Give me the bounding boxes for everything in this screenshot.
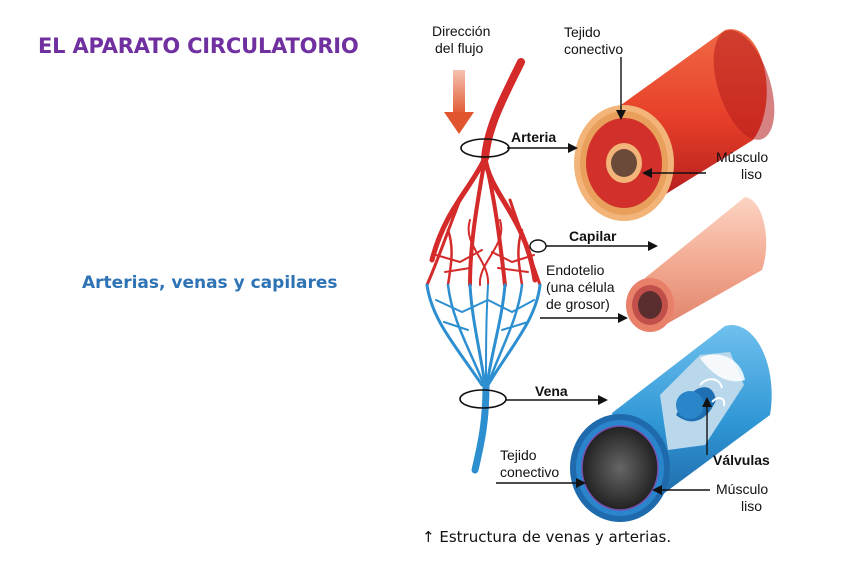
flow-direction-arrow-icon (444, 70, 474, 134)
flow-direction-label-2: del flujo (435, 40, 483, 56)
flow-direction-label-1: Dirección (432, 23, 490, 39)
artery-muscle-label-1: Músculo (716, 149, 768, 165)
vein-connective-label-1: Tejido (500, 447, 537, 463)
pointer-lines (496, 57, 712, 495)
vessel-network (425, 58, 542, 474)
caption-text: Estructura de venas y arterias. (439, 528, 672, 546)
vein-muscle-label-2: liso (741, 498, 762, 514)
vein-label: Vena (535, 383, 568, 399)
vein-connective-label-2: conectivo (500, 464, 559, 480)
slide-subtitle: Arterias, venas y capilares (82, 273, 338, 293)
artery-muscle-label-2: liso (741, 166, 762, 182)
vein-ring (459, 389, 507, 409)
artery-connective-label-1: Tejido (564, 24, 601, 40)
artery-cylinder (574, 29, 775, 221)
valves-label: Válvulas (713, 452, 770, 468)
vein-cylinder (570, 325, 772, 522)
slide-title: EL APARATO CIRCULATORIO (38, 34, 359, 58)
endothelium-label-3: de grosor) (546, 296, 610, 312)
figure-caption: ↑ Estructura de venas y arterias. (422, 528, 671, 546)
capillary-ring (529, 239, 547, 253)
artery-label: Arteria (511, 129, 556, 145)
endothelium-label-1: Endotelio (546, 262, 605, 278)
caption-arrow-icon: ↑ (422, 528, 435, 546)
capillary-cylinder (626, 197, 767, 332)
endothelium-label-2: (una célula (546, 279, 615, 295)
capillary-label: Capilar (569, 228, 617, 244)
vein-muscle-label-1: Músculo (716, 481, 768, 497)
artery-connective-label-2: conectivo (564, 41, 623, 57)
